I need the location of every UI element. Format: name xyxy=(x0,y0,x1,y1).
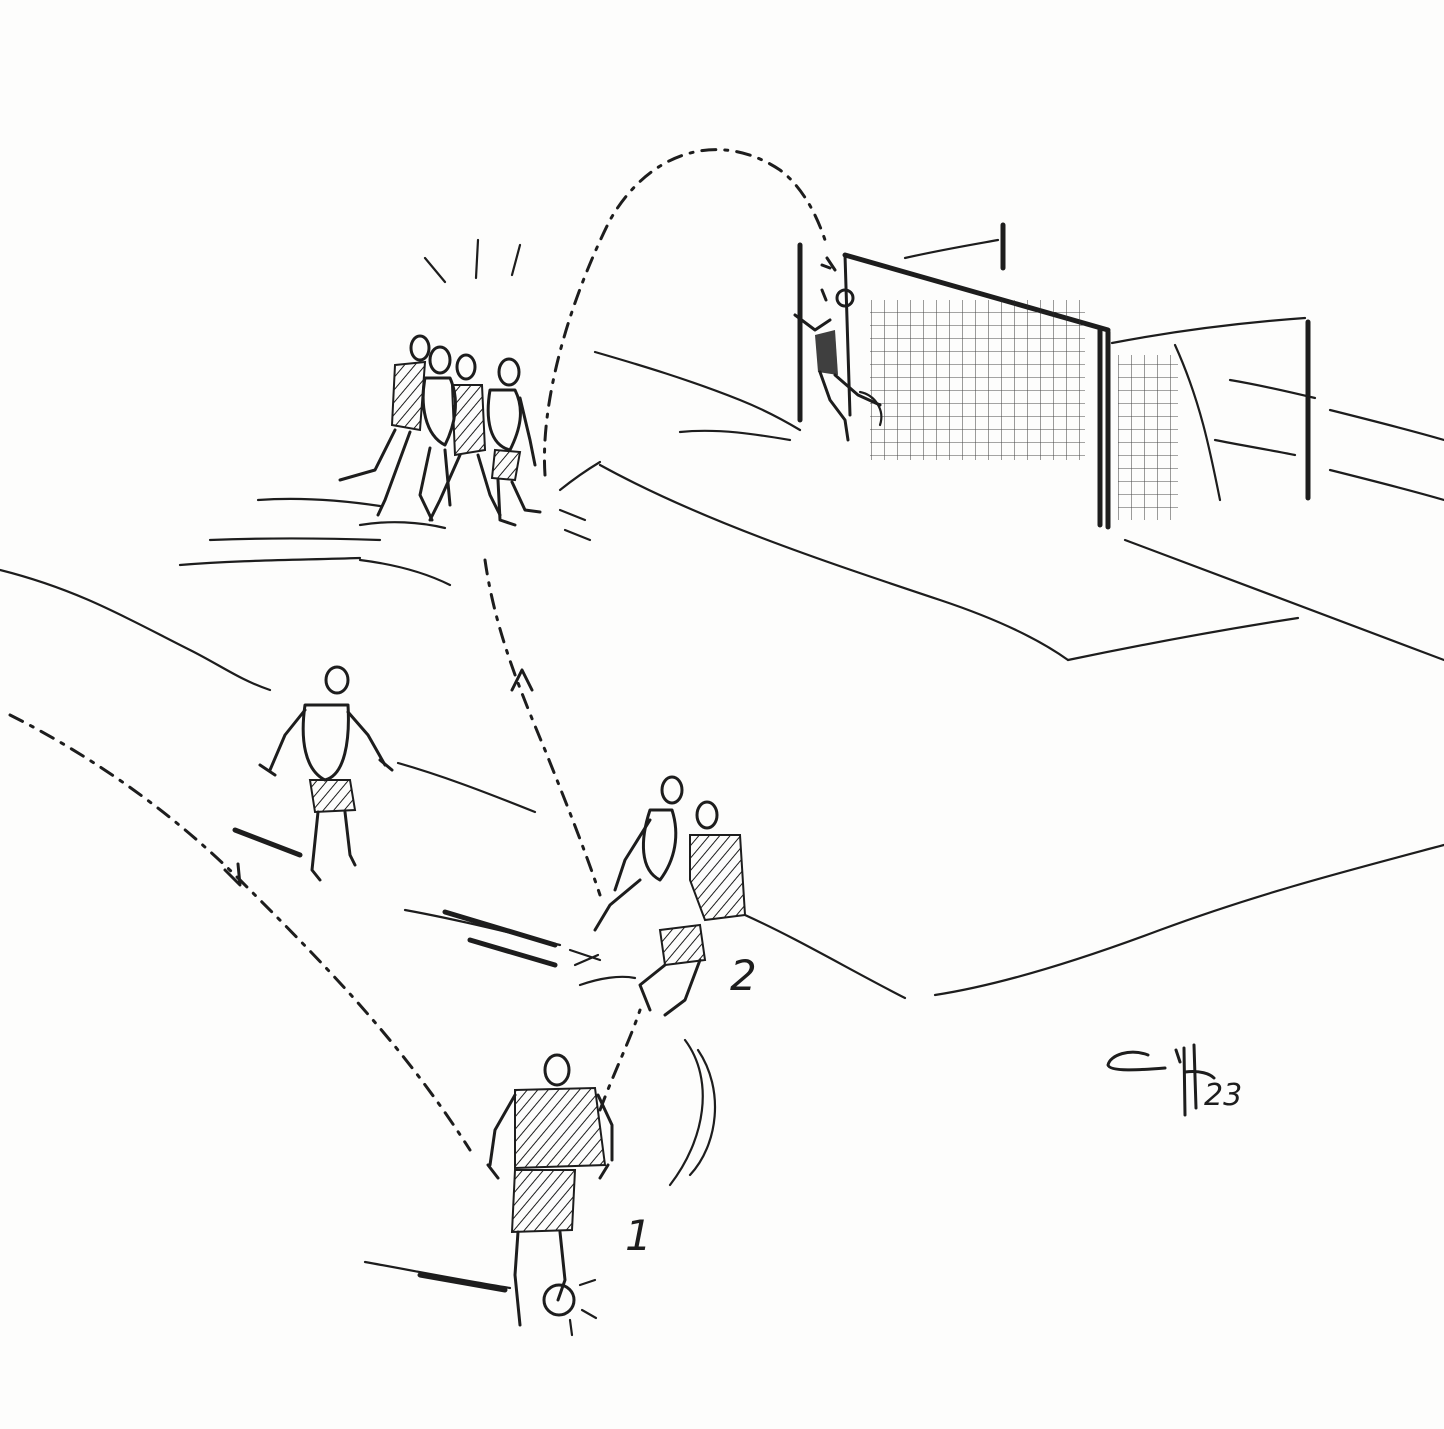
player-one: 1 xyxy=(363,1038,717,1337)
movement-lines xyxy=(8,148,827,1152)
goal-net-left xyxy=(870,300,1085,460)
player-one-label: 1 xyxy=(625,1211,652,1260)
arrow-icon-run xyxy=(223,862,242,887)
player-two-group: 2 xyxy=(442,775,757,1017)
wall-pass-path xyxy=(598,1008,642,1112)
defender xyxy=(232,665,394,882)
goal xyxy=(797,222,1311,530)
goal-net-right xyxy=(1118,355,1178,520)
chip-shot-path xyxy=(542,148,827,477)
ball-icon-high xyxy=(835,288,855,308)
artist-signature: 23 xyxy=(1106,1043,1242,1117)
return-pass-path xyxy=(483,558,602,897)
ball-icon xyxy=(542,1283,576,1317)
player-two-label: 2 xyxy=(730,951,757,1000)
goalkeeper xyxy=(793,256,883,442)
overlap-run-path xyxy=(8,713,472,1152)
player-cluster xyxy=(178,238,592,587)
signature-year: 23 xyxy=(1204,1078,1242,1113)
arrow-icon-up xyxy=(510,668,534,692)
